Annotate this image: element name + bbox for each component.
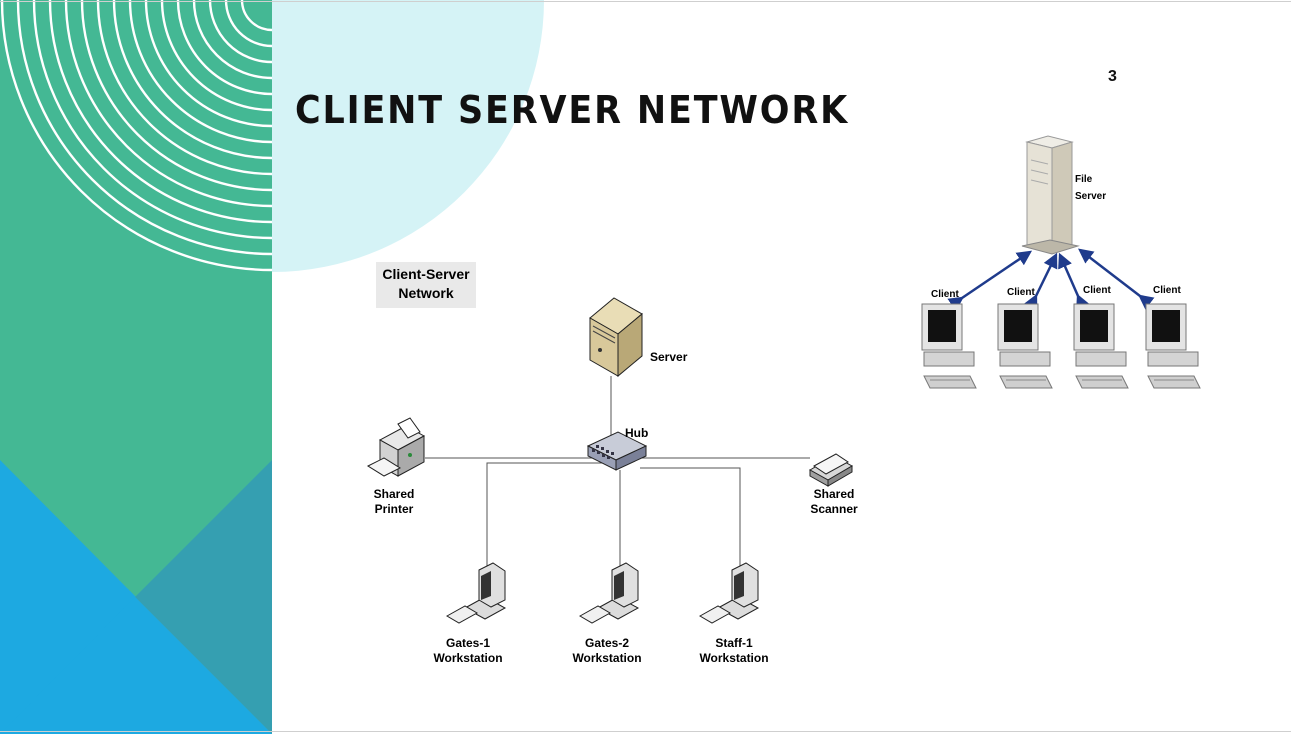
workstation-label-gates-2: Gates-2 Workstation — [567, 636, 647, 666]
diagram-legend: Client-Server Network — [376, 262, 476, 308]
workstation-name: Gates-2 — [584, 636, 630, 650]
legend-line-2: Network — [398, 285, 454, 301]
workstation-label-gates-1: Gates-1 Workstation — [428, 636, 508, 666]
client-label-1: Client — [931, 289, 959, 300]
teal-triangle — [135, 460, 272, 734]
printer-label-line-2: Printer — [374, 502, 414, 516]
slide-number: 3 — [1108, 68, 1117, 85]
workstation-name: Staff-1 — [715, 636, 753, 650]
workstation-label-staff-1: Staff-1 Workstation — [694, 636, 774, 666]
client-label-4: Client — [1153, 285, 1181, 296]
workstation-type: Workstation — [433, 651, 503, 665]
file-server-label-line-1: File — [1075, 174, 1093, 185]
scanner-label-line-1: Shared — [813, 487, 855, 501]
server-label: Server — [650, 350, 688, 364]
slide-title: CLIENT SERVER NETWORK — [295, 88, 850, 132]
printer-label: Shared Printer — [364, 487, 424, 517]
client-label-3: Client — [1083, 285, 1111, 296]
hub-label: Hub — [625, 426, 649, 440]
workstation-type: Workstation — [572, 651, 642, 665]
blue-wedge — [0, 597, 272, 734]
scanner-label: Shared Scanner — [804, 487, 864, 517]
scanner-label-line-2: Scanner — [810, 502, 858, 516]
file-server-label-line-2: Server — [1075, 191, 1107, 202]
legend-line-1: Client-Server — [382, 266, 470, 282]
client-label-2: Client — [1007, 287, 1035, 298]
workstation-name: Gates-1 — [445, 636, 491, 650]
file-server-label: File Server — [1075, 171, 1106, 205]
printer-label-line-1: Shared — [373, 487, 415, 501]
workstation-type: Workstation — [699, 651, 769, 665]
